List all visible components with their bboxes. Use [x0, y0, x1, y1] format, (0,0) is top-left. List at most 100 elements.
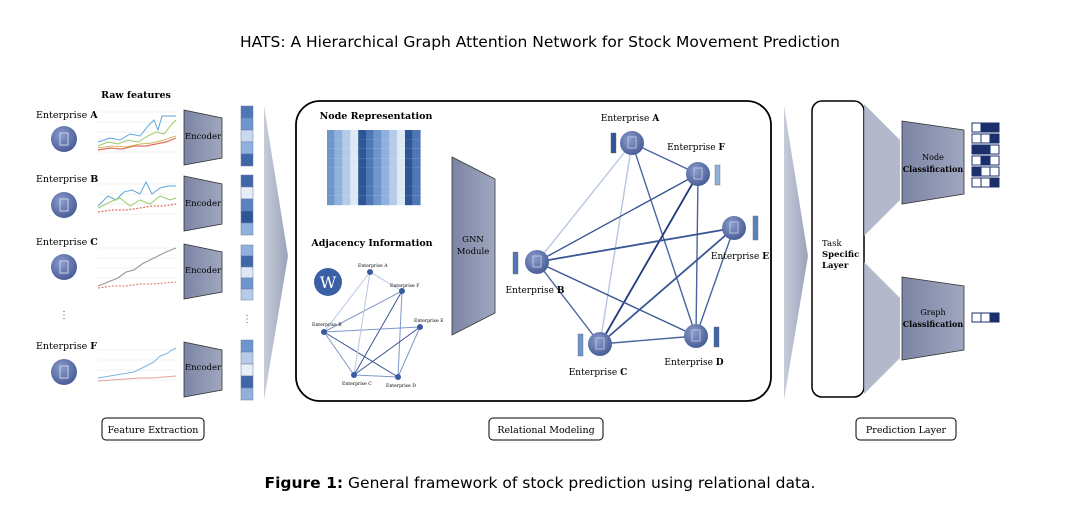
svg-text:Prediction Layer: Prediction Layer — [866, 425, 947, 436]
mini-node-label: Enterprise A — [358, 263, 388, 269]
enterprise-node-icon — [51, 254, 77, 280]
branch-arrow-graph — [864, 262, 900, 394]
heatmap-cell — [373, 130, 382, 140]
class-cell — [971, 122, 982, 133]
heatmap-cell — [373, 148, 382, 159]
class-cell — [980, 177, 991, 188]
section-label-prediction-layer: Prediction Layer — [855, 417, 957, 441]
svg-text:Module: Module — [457, 247, 490, 257]
heatmap-cell — [358, 177, 366, 187]
svg-text:Enterprise C: Enterprise C — [36, 237, 98, 248]
heatmap-cell — [366, 177, 374, 187]
node-representation-label: Node Representation — [320, 111, 433, 122]
svg-text:Enterprise D: Enterprise D — [664, 358, 723, 368]
heatmap-cell — [389, 186, 398, 196]
heatmap-cell — [327, 148, 335, 159]
encoded-vector-f — [240, 339, 254, 401]
heatmap-cell — [381, 158, 390, 168]
ellipsis: ⋮ — [242, 314, 252, 325]
heatmap-cell — [334, 148, 343, 159]
heatmap-cell — [397, 130, 405, 140]
gnn-module: GNN Module — [451, 156, 496, 336]
heatmap-cell — [334, 158, 343, 168]
heatmap-cell — [389, 158, 398, 168]
mini-node-label: Enterprise B — [312, 322, 342, 328]
svg-text:Encoder: Encoder — [185, 363, 222, 373]
heatmap-cell — [405, 158, 413, 168]
heatmap-cell — [397, 177, 405, 187]
mini-node-label: Enterprise C — [342, 381, 372, 387]
heatmap-cell — [397, 186, 405, 196]
heatmap-cell — [350, 139, 359, 149]
node-representation-heatmap — [327, 130, 421, 206]
class-cell — [989, 155, 1000, 166]
heatmap-cell — [412, 177, 421, 187]
node-classification-output — [971, 122, 1000, 188]
heatmap-cell — [342, 158, 351, 168]
class-cell — [971, 144, 982, 155]
enterprise-node-icon — [51, 359, 77, 385]
raw-feature-chart-b — [97, 180, 178, 215]
figure-caption: Figure 1: General framework of stock pre… — [264, 474, 816, 492]
heatmap-cell — [405, 130, 413, 140]
heatmap-cell — [334, 177, 343, 187]
graph-node-c: Enterprise C — [569, 332, 627, 378]
building-icon — [59, 198, 69, 212]
heatmap-cell — [366, 158, 374, 168]
heatmap-cell — [327, 177, 335, 187]
heatmap-cell — [350, 130, 359, 140]
encoded-vector-a — [240, 105, 254, 167]
svg-text:GNN: GNN — [462, 235, 484, 245]
heatmap-cell — [412, 148, 421, 159]
heatmap-cell — [334, 130, 343, 140]
heatmap-cell — [350, 158, 359, 168]
encoder-f: Encoder — [183, 341, 223, 398]
class-cell — [971, 155, 982, 166]
heatmap-cell — [342, 148, 351, 159]
graph-node-e: Enterprise E — [711, 215, 769, 262]
building-icon — [729, 221, 739, 234]
graph-node-b: Enterprise B — [506, 250, 565, 296]
svg-text:Node: Node — [922, 153, 944, 162]
svg-text:Enterprise F: Enterprise F — [36, 341, 97, 352]
node-classification-block: Node Classification — [901, 120, 965, 205]
class-cell — [980, 155, 991, 166]
graph-classification-block: Graph Classification — [901, 276, 965, 361]
heatmap-cell — [342, 186, 351, 196]
relational-modeling-panel — [295, 100, 772, 402]
heatmap-cell — [397, 167, 405, 177]
svg-text:Encoder: Encoder — [185, 132, 222, 142]
heatmap-cell — [405, 167, 413, 177]
enterprise-node-icon — [51, 192, 77, 218]
enterprise-row-b: Enterprise B — [36, 174, 98, 218]
heatmap-cell — [389, 139, 398, 149]
building-icon — [693, 167, 703, 180]
heatmap-cell — [397, 139, 405, 149]
svg-text:Enterprise F: Enterprise F — [667, 143, 725, 153]
graph-node-f: Enterprise F — [667, 143, 725, 186]
heatmap-cell — [358, 158, 366, 168]
graph-classification-output — [971, 312, 1000, 323]
heatmap-cell — [381, 195, 390, 206]
enterprise-row-c: Enterprise C — [36, 237, 98, 280]
heatmap-cell — [373, 195, 382, 206]
heatmap-cell — [397, 158, 405, 168]
svg-text:Encoder: Encoder — [185, 199, 222, 209]
heatmap-cell — [412, 186, 421, 196]
heatmap-cell — [373, 139, 382, 149]
encoder-c: Encoder — [183, 243, 223, 300]
class-cell — [980, 122, 991, 133]
heatmap-cell — [358, 130, 366, 140]
heatmap-cell — [358, 195, 366, 206]
heatmap-cell — [334, 167, 343, 177]
mini-node-label: Enterprise E — [414, 318, 444, 324]
heatmap-cell — [381, 148, 390, 159]
heatmap-cell — [358, 186, 366, 196]
adjacency-information-label: Adjacency Information — [310, 238, 432, 249]
heatmap-cell — [358, 167, 366, 177]
heatmap-cell — [327, 195, 335, 206]
encoded-vector-b — [240, 174, 254, 236]
svg-text:Classification: Classification — [903, 319, 964, 329]
encoder-b: Encoder — [183, 175, 223, 232]
